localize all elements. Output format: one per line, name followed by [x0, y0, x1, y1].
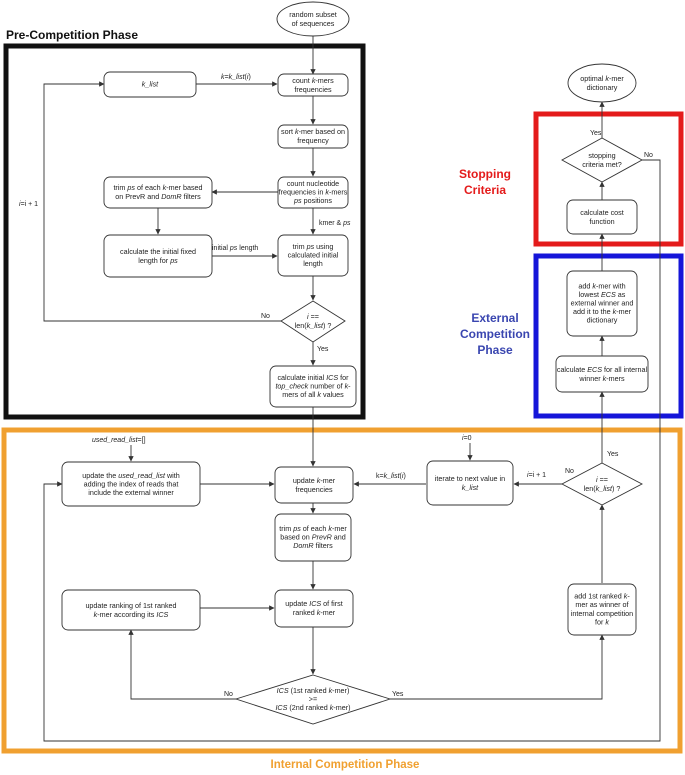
k-list-node: [103, 71, 197, 98]
internal-competition-title: Internal Competition Phase: [271, 759, 420, 771]
add-first-ranked-node: [567, 583, 637, 636]
calc-ecs-node: [555, 355, 649, 393]
edge-decics-no-to-updaterank: [128, 629, 236, 700]
label-yes-pre: Yes: [317, 346, 329, 353]
k-list-node-text: k_list: [142, 80, 159, 89]
sort-kmer-node: [277, 124, 349, 149]
decision-ics-node: [234, 674, 392, 725]
label-yes-int: Yes: [607, 451, 619, 458]
decision-pre-node: [280, 300, 346, 343]
decision-internal-node: [561, 462, 643, 506]
calc-cost-node: [566, 199, 638, 235]
label-no-ics: No: [224, 691, 233, 698]
label-initial-ps-length: initial ps length: [212, 245, 258, 252]
count-nucleotide-node: [277, 176, 349, 209]
decision-ics-node-text: ICS (1st ranked k-mer)>=ICS (2nd ranked …: [275, 686, 350, 712]
label-no-int: No: [565, 468, 574, 475]
label-k-assign-2: k=k_list(i): [376, 473, 406, 480]
update-ics-node: [274, 589, 354, 628]
external-competition-title-line1: External: [471, 311, 518, 325]
calc-initial-length-node: [103, 234, 213, 278]
label-i-zero: i=0: [462, 435, 472, 442]
label-i-increment-int: i=i + 1: [527, 472, 546, 479]
pre-competition-title: Pre-Competition Phase: [6, 28, 138, 42]
pre-competition-frame: [3, 43, 366, 420]
trim-each-node: [274, 513, 352, 562]
trim-calculated-node: [277, 234, 349, 277]
edge-stop-no-loop: [43, 159, 661, 742]
label-i-increment-pre: i=i + 1: [19, 201, 38, 208]
edge-decision-no-loop: [43, 81, 281, 322]
stopping-criteria-title-line1: Stopping: [459, 167, 511, 181]
decision-pre-node-text: i ==len(k_list) ?: [295, 312, 332, 330]
optimal-dictionary-node: [567, 63, 637, 103]
label-k-assign: k=k_list(i): [221, 74, 251, 81]
count-kmers-node: [277, 73, 349, 97]
update-used-list-node: [61, 461, 201, 507]
stopping-decision-node: [561, 137, 643, 183]
edge-decics-yes-to-addfirst: [390, 634, 605, 700]
label-no-pre: No: [261, 313, 270, 320]
label-kmer-ps: kmer & ps: [319, 220, 351, 227]
label-yes-stop: Yes: [590, 130, 602, 137]
trim-prevr-node: [103, 176, 213, 209]
label-no-stop: No: [644, 152, 653, 159]
iterate-node: [426, 460, 514, 506]
external-competition-frame: [533, 253, 684, 419]
internal-competition-frame: [1, 427, 683, 754]
stopping-criteria-title-line2: Criteria: [464, 183, 506, 197]
label-yes-ics: Yes: [392, 691, 404, 698]
stopping-criteria-frame: [533, 111, 684, 247]
external-competition-title-line3: Phase: [477, 343, 513, 357]
label-used-read-list-init: used_read_list=[]: [92, 437, 146, 444]
add-lowest-ecs-node: [566, 270, 638, 337]
decision-internal-node-text: i ==len(k_list) ?: [584, 475, 621, 493]
external-competition-title-line2: Competition: [460, 327, 530, 341]
start-node: [276, 1, 350, 37]
update-freq-node: [274, 466, 354, 504]
update-ranking-node: [61, 589, 201, 631]
calc-ics-node: [269, 365, 357, 408]
